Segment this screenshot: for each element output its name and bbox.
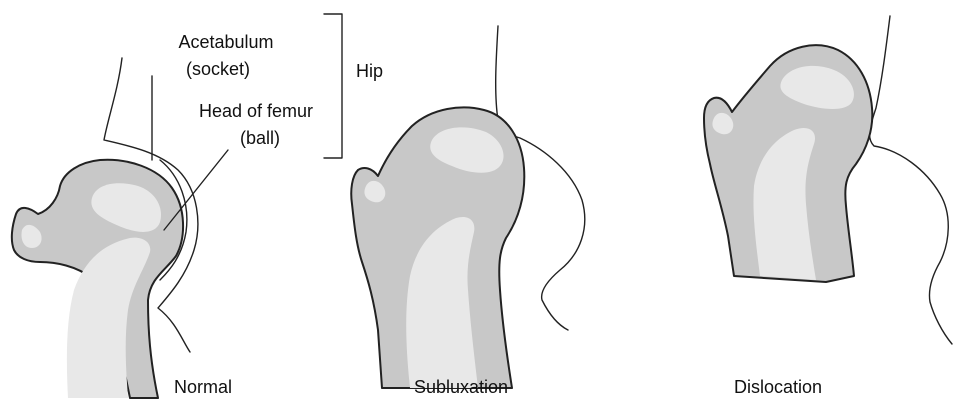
panel-subluxation: Subluxation (351, 26, 585, 397)
panel-normal: Acetabulum (socket) Head of femur (ball)… (12, 14, 383, 398)
acetabulum-sub-label: (socket) (186, 59, 250, 79)
head-of-femur-sub-label: (ball) (240, 128, 280, 148)
caption-subluxation: Subluxation (414, 377, 508, 397)
hip-bracket (324, 14, 342, 158)
dislocation-pelvis-outline (870, 16, 952, 344)
caption-dislocation: Dislocation (734, 377, 822, 397)
acetabulum-label: Acetabulum (178, 32, 273, 52)
head-of-femur-label: Head of femur (199, 101, 313, 121)
panel-dislocation: Dislocation (704, 16, 952, 397)
caption-normal: Normal (174, 377, 232, 397)
hip-label: Hip (356, 61, 383, 81)
